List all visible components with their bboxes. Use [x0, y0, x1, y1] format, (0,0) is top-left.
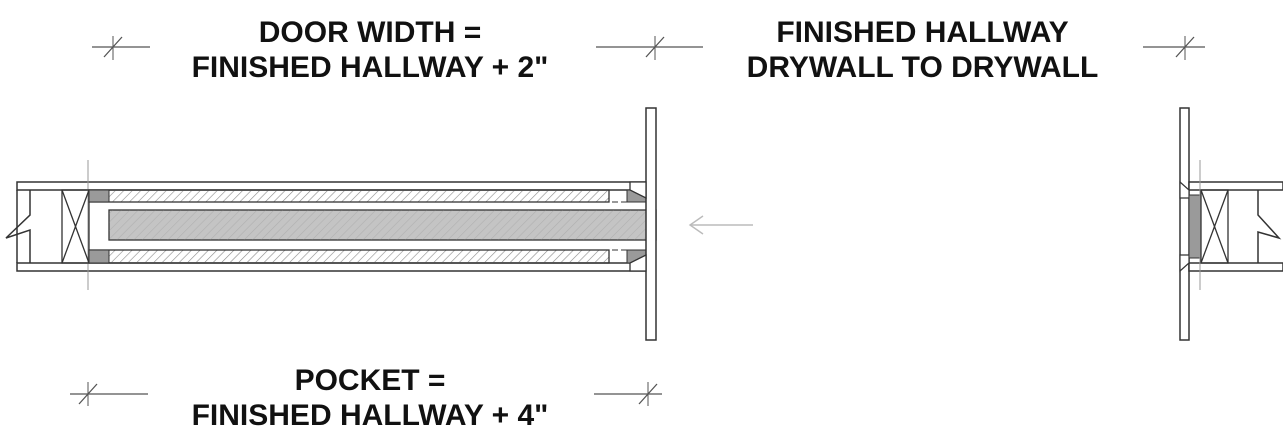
stud-cross-icon — [61, 189, 90, 264]
door-slab — [108, 209, 657, 241]
arrow-left-icon — [688, 215, 753, 235]
left-casing — [629, 107, 657, 341]
right-wall — [1179, 107, 1283, 341]
stud-cross-icon — [1200, 189, 1229, 264]
pocket-line2: FINISHED HALLWAY + 4" — [191, 399, 549, 432]
break-line-icon — [5, 190, 31, 263]
pocket-label: POCKET = FINISHED HALLWAY + 4" — [150, 363, 590, 433]
break-line-icon — [1257, 190, 1282, 263]
finished-hallway-label: FINISHED HALLWAY DRYWALL TO DRYWALL — [700, 15, 1145, 85]
door-width-label: DOOR WIDTH = FINISHED HALLWAY + 2" — [150, 15, 590, 85]
pocket-frame — [88, 189, 648, 264]
door-width-dimension — [92, 36, 703, 60]
door-width-line1: DOOR WIDTH = — [258, 16, 482, 49]
door-width-line2: FINISHED HALLWAY + 2" — [191, 51, 549, 84]
pocket-line1: POCKET = — [294, 364, 446, 397]
pocket-dimension — [70, 382, 662, 406]
hallway-dimension — [1143, 36, 1205, 60]
finished-hallway-line2: DRYWALL TO DRYWALL — [746, 51, 1099, 84]
finished-hallway-line1: FINISHED HALLWAY — [776, 16, 1069, 49]
